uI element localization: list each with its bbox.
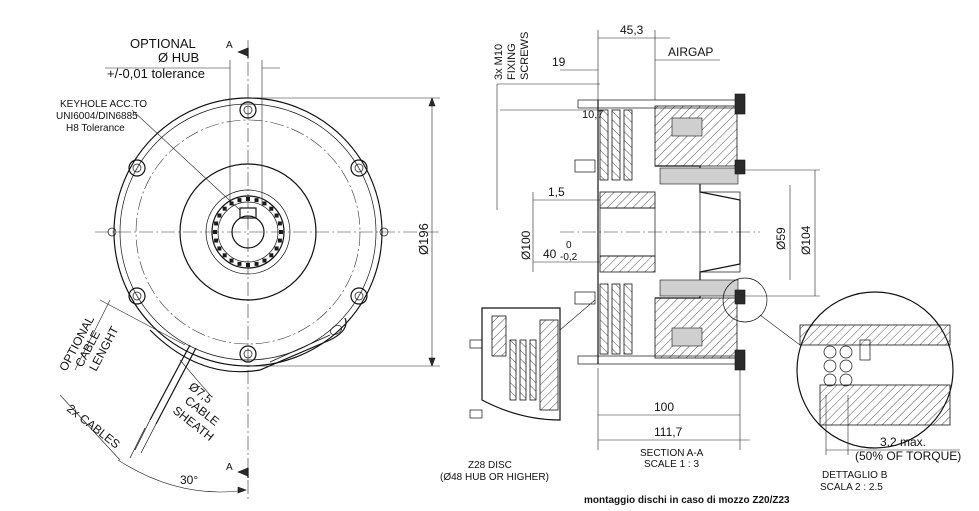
spline-tooth xyxy=(277,221,282,226)
dim-19-label: 19 xyxy=(552,55,566,69)
keyhole-label-1: KEYHOLE ACC.TO xyxy=(60,99,147,110)
tol-40-down: -0,2 xyxy=(560,252,578,263)
spline-tooth xyxy=(277,238,282,243)
spline-tooth xyxy=(237,261,242,266)
spline-tooth xyxy=(246,263,250,267)
spline-teeth xyxy=(213,197,283,267)
spline-tooth xyxy=(269,206,274,211)
spline-tooth xyxy=(246,197,250,201)
dim-111-7-label: 111,7 xyxy=(654,425,683,439)
torque-label: (50% OF TORQUE) xyxy=(855,449,961,463)
section-title: SECTION A-A xyxy=(640,448,704,459)
spline-tooth xyxy=(262,258,267,263)
detail-title: DETTAGLIO B xyxy=(822,470,888,481)
montaggio-label: montaggio dischi in caso di mozzo Z20/Z2… xyxy=(584,495,790,506)
detail-scale: SCALA 2 : 2.5 xyxy=(820,482,883,493)
spline-tooth xyxy=(229,201,234,206)
detail-b xyxy=(796,291,960,455)
spline-tooth xyxy=(213,230,217,234)
fixing-screws-label-1: 3x M10 xyxy=(493,44,505,80)
front-view xyxy=(59,40,440,500)
spline-tooth xyxy=(214,221,219,226)
spline-tooth xyxy=(237,198,242,203)
z28-label-2: (Ø48 HUB OR HIGHER) xyxy=(440,472,549,483)
spline-tooth xyxy=(254,198,259,203)
dim-3-2-label: 3,2 max. xyxy=(880,435,926,449)
dim-100-label: 100 xyxy=(654,400,674,414)
spline-tooth xyxy=(217,213,222,218)
spline-tooth xyxy=(262,201,267,206)
dim-45-3-label: 45,3 xyxy=(620,23,644,37)
spline-tooth xyxy=(222,206,227,211)
spline-tooth xyxy=(217,246,222,251)
dim-10-7-label: 10,7 xyxy=(582,109,603,121)
dia-59-label: Ø59 xyxy=(774,227,788,250)
dia-104-label: Ø104 xyxy=(799,225,813,255)
optional-hub-label-1: OPTIONAL xyxy=(130,36,196,51)
spline-tooth xyxy=(269,253,274,258)
angle-30-label: 30° xyxy=(180,473,198,487)
dia-196-label: Ø196 xyxy=(416,223,431,255)
spline-tooth xyxy=(229,258,234,263)
section-mark-top: A xyxy=(226,40,233,51)
fixing-screws-label-2: FIXING xyxy=(506,43,518,80)
z28-label-1: Z28 DISC xyxy=(468,460,512,471)
dia-100-label: Ø100 xyxy=(519,230,533,260)
two-cables-label: 2x CABLES xyxy=(64,401,123,451)
screw-holes xyxy=(107,101,389,363)
spline-tooth xyxy=(222,253,227,258)
spline-tooth xyxy=(254,261,259,266)
dim-1-5-label: 1,5 xyxy=(548,185,565,199)
spline-tooth xyxy=(274,246,279,251)
section-mark-bottom: A xyxy=(226,462,233,473)
section-view xyxy=(496,30,820,450)
labels: OPTIONAL Ø HUB +/-0,01 tolerance KEYHOLE… xyxy=(56,23,961,506)
spline-tooth xyxy=(214,238,219,243)
z28-detail xyxy=(469,299,596,421)
spline-tooth xyxy=(279,230,283,234)
fixing-screws-label-3: SCREWS xyxy=(519,32,531,80)
tol-40-up: 0 xyxy=(566,240,572,251)
optional-hub-label-2: Ø HUB xyxy=(158,50,199,65)
optional-hub-label-3: +/-0,01 tolerance xyxy=(107,66,205,81)
spline-tooth xyxy=(274,213,279,218)
airgap-label: AIRGAP xyxy=(668,45,713,59)
dim-40-label: 40 xyxy=(543,247,557,261)
keyhole-label-2: UNI6004/DIN6885 xyxy=(56,111,138,122)
keyhole-label-3: H8 Tolerance xyxy=(66,123,125,134)
section-scale: SCALE 1 : 3 xyxy=(644,459,699,470)
